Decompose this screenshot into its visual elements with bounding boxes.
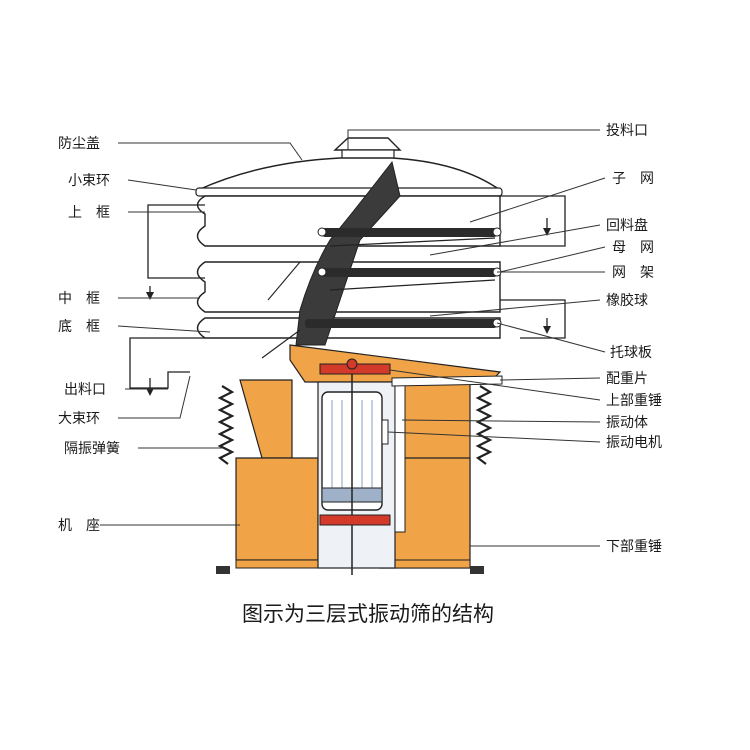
label-lower-weight: 下部重锤 — [606, 539, 662, 555]
label-ball-support-plate: 托球板 — [610, 345, 652, 361]
inner-cone-shape — [295, 160, 401, 346]
machine-drawing — [129, 137, 566, 575]
label-small-clamp-ring: 小束环 — [68, 173, 110, 189]
inner-chutes — [261, 261, 301, 359]
right-labels: 投料口 子 网 回料盘 母 网 网 架 橡胶球 托球板 配重片 上部重锤 振动体… — [606, 123, 662, 555]
label-main-mesh: 母 网 — [612, 240, 654, 256]
label-dust-cover: 防尘盖 — [58, 136, 100, 152]
label-middle-frame: 中 框 — [58, 291, 100, 307]
label-vibrating-body: 振动体 — [606, 415, 648, 431]
base-feet — [216, 566, 484, 574]
label-sub-mesh: 子 网 — [612, 171, 654, 187]
leader-lines — [100, 129, 606, 547]
label-machine-base: 机 座 — [58, 518, 100, 534]
diagram-caption: 图示为三层式振动筛的结构 — [242, 602, 494, 626]
label-large-clamp-ring: 大束环 — [58, 411, 100, 427]
dust-cover-shape — [197, 157, 503, 191]
isolation-springs — [217, 385, 493, 465]
small-clamp-ring-shape — [195, 187, 503, 197]
screen-mesh-bands — [305, 227, 502, 328]
label-rubber-ball: 橡胶球 — [606, 292, 648, 309]
label-bottom-frame: 底 框 — [58, 319, 100, 335]
label-discharge-outlet: 出料口 — [64, 382, 106, 398]
label-upper-weight: 上部重锤 — [606, 393, 662, 409]
upper-mesh — [322, 228, 497, 237]
lower-weight-shape — [319, 514, 391, 526]
left-labels: 防尘盖 小束环 上 框 中 框 底 框 出料口 大束环 隔振弹簧 机 座 — [58, 136, 120, 534]
lower-mesh — [305, 319, 497, 328]
label-counterweight-plate: 配重片 — [606, 371, 648, 387]
label-mesh-frame: 网 架 — [612, 265, 654, 281]
feed-inlet-shape — [333, 137, 402, 161]
label-feed-inlet: 投料口 — [606, 123, 648, 139]
label-return-tray: 回料盘 — [606, 217, 648, 234]
label-upper-frame: 上 框 — [68, 205, 110, 221]
discharge-wires — [129, 195, 566, 396]
orange-body — [235, 344, 503, 575]
label-vibration-motor: 振动电机 — [606, 435, 662, 451]
middle-mesh — [322, 268, 497, 277]
label-isolation-spring: 隔振弹簧 — [64, 441, 120, 457]
